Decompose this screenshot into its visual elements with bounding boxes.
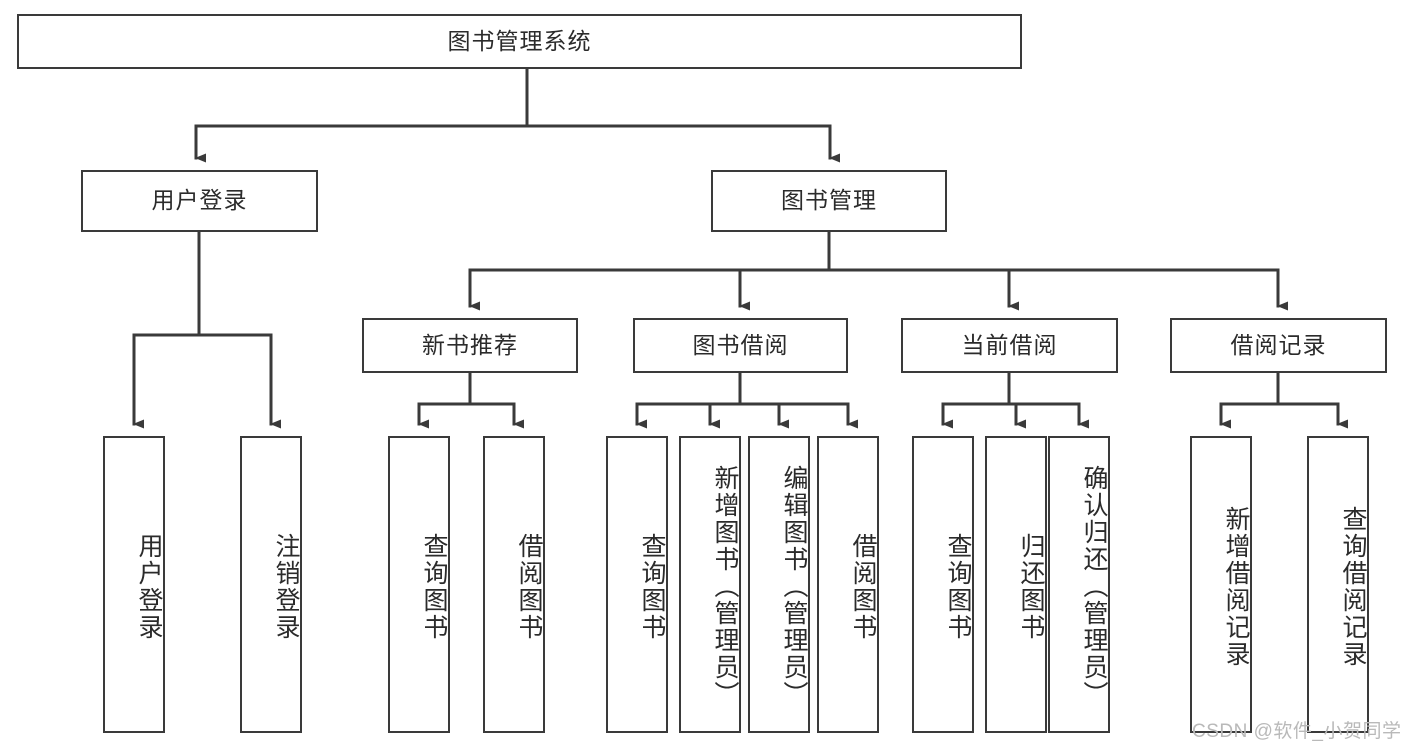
node-label: 注销登录	[272, 532, 300, 641]
node-label: 图书管理	[781, 187, 877, 214]
leaf-query-borrow-record[interactable]: 查询借阅记录	[1307, 436, 1369, 733]
node-label: 借阅图书	[515, 532, 543, 641]
node-label: 查询图书	[638, 532, 666, 641]
leaf-logout[interactable]: 注销登录	[240, 436, 302, 733]
node-user-login[interactable]: 用户登录	[81, 170, 318, 232]
leaf-return-book[interactable]: 归还图书	[985, 436, 1047, 733]
node-label: 用户登录	[135, 532, 163, 641]
node-current-borrow[interactable]: 当前借阅	[901, 318, 1118, 373]
node-label: 当前借阅	[961, 331, 1058, 358]
leaf-add-borrow-record[interactable]: 新增借阅记录	[1190, 436, 1252, 733]
leaf-edit-book-admin[interactable]: 编辑图书（管理员）	[748, 436, 810, 733]
leaf-borrow-book[interactable]: 借阅图书	[817, 436, 879, 733]
leaf-user-login[interactable]: 用户登录	[103, 436, 165, 733]
node-label: 借阅记录	[1230, 331, 1327, 358]
csdn-watermark: CSDN @软件_小贺同学	[1192, 721, 1402, 742]
node-borrow-record[interactable]: 借阅记录	[1170, 318, 1387, 373]
node-label: 查询图书	[944, 532, 972, 641]
node-label: 用户登录	[151, 187, 248, 214]
leaf-query-book-borrow[interactable]: 查询图书	[606, 436, 668, 733]
leaf-query-book-current[interactable]: 查询图书	[912, 436, 974, 733]
node-label: 查询借阅记录	[1339, 505, 1367, 668]
node-label: 图书借阅	[692, 331, 789, 358]
node-root-system[interactable]: 图书管理系统	[17, 14, 1022, 69]
leaf-add-book-admin[interactable]: 新增图书（管理员）	[679, 436, 741, 733]
node-book-borrow[interactable]: 图书借阅	[633, 318, 848, 373]
leaf-confirm-return-admin[interactable]: 确认归还（管理员）	[1048, 436, 1110, 733]
node-label: 新增借阅记录	[1222, 505, 1250, 668]
leaf-borrow-book-new[interactable]: 借阅图书	[483, 436, 545, 733]
node-label: 借阅图书	[849, 532, 877, 641]
node-label: 编辑图书（管理员）	[780, 465, 808, 708]
node-book-management[interactable]: 图书管理	[711, 170, 947, 232]
node-label: 查询图书	[420, 532, 448, 641]
node-label: 图书管理系统	[447, 27, 592, 54]
node-new-book-recommend[interactable]: 新书推荐	[362, 318, 578, 373]
node-label: 新书推荐	[422, 331, 518, 358]
node-label: 归还图书	[1017, 532, 1045, 641]
node-label: 确认归还（管理员）	[1080, 465, 1108, 708]
node-label: 新增图书（管理员）	[711, 465, 739, 708]
leaf-query-book-new[interactable]: 查询图书	[388, 436, 450, 733]
